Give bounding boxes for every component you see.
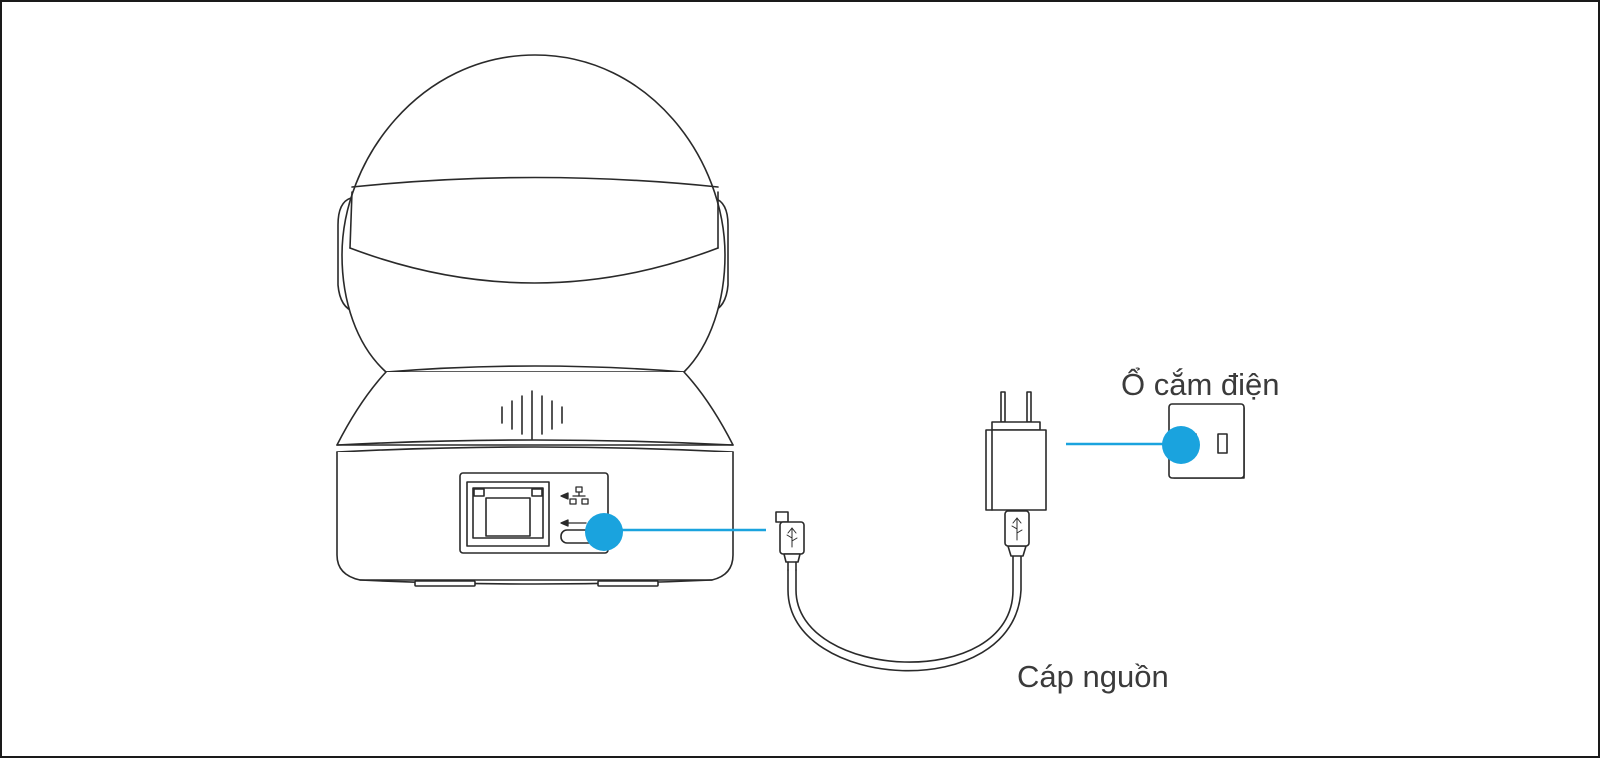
camera-neck xyxy=(385,365,685,373)
connection-markers xyxy=(585,426,1200,551)
usb-icon xyxy=(560,519,587,527)
network-icon xyxy=(560,486,589,505)
adapter-prong-left xyxy=(1000,391,1006,423)
camera-base-shoulder xyxy=(336,371,734,446)
marker-dot-usb-port xyxy=(585,513,623,551)
camera-visor xyxy=(349,247,719,284)
cable-label: Cáp nguồn xyxy=(1017,659,1169,694)
outlet-label: Ổ cắm điện xyxy=(1121,367,1280,402)
cable-line-outer xyxy=(787,555,1022,672)
power-adapter xyxy=(985,391,1047,511)
cable-line-inner xyxy=(795,555,1014,663)
marker-dot-outlet xyxy=(1162,426,1200,464)
adapter-body xyxy=(985,429,1047,511)
camera-dome-top-edge xyxy=(351,176,719,188)
camera-foot-left xyxy=(414,580,476,587)
speaker-grille xyxy=(501,390,563,440)
micro-usb-plug-tip xyxy=(775,511,789,523)
adapter-prong-right xyxy=(1026,391,1032,423)
camera-illustration xyxy=(336,54,734,587)
power-cable xyxy=(775,510,1030,672)
camera-dome xyxy=(341,54,726,373)
outlet-slot-right xyxy=(1217,433,1228,454)
camera-foot-right xyxy=(597,580,659,587)
ethernet-port xyxy=(466,481,550,547)
